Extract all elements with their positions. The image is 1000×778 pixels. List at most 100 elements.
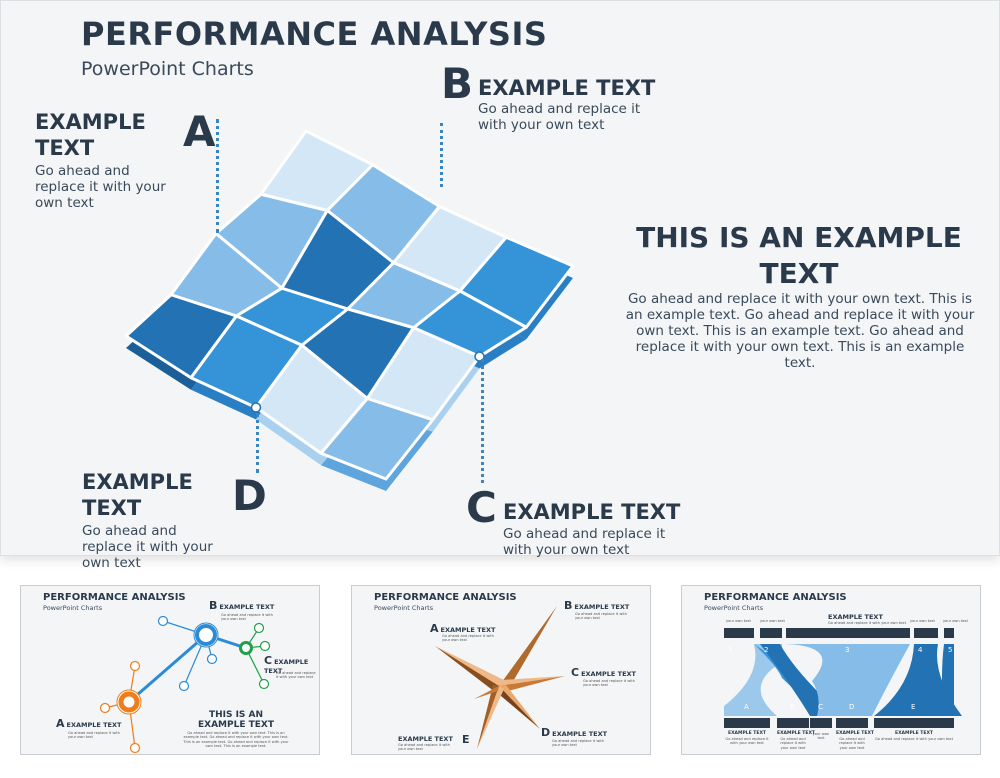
3d-surface-diagram <box>124 129 575 491</box>
thumb2-a-letter: A <box>430 622 439 635</box>
callout-b-leader-line <box>440 123 443 187</box>
thumb3-small-label: your own text <box>943 619 968 623</box>
thumb2-d-body: Go ahead and replace it with your own te… <box>552 739 604 748</box>
thumb2-e-letter: E <box>462 733 470 746</box>
thumb1-center-heading: THIS IS AN EXAMPLE TEXT <box>198 710 274 730</box>
thumb2-a-heading: EXAMPLE TEXT <box>440 626 496 634</box>
callout-a-letter: A <box>183 107 216 156</box>
thumb2-e-body: Go ahead and replace it with your own te… <box>398 743 450 752</box>
flow-source-bar <box>760 628 782 638</box>
surface-cell <box>319 397 435 481</box>
thumb1-b-heading: EXAMPLE TEXT <box>219 603 275 611</box>
thumb2-b-heading: EXAMPLE TEXT <box>574 603 630 611</box>
callout-b-body: Go ahead and replace it with your own te… <box>478 101 641 133</box>
flow-target-bar <box>836 718 868 728</box>
thumb1-c-heading: EXAMPLE TEXT <box>264 658 309 675</box>
thumb2-b-letter: B <box>564 599 573 612</box>
flow-number: 2 <box>764 646 769 654</box>
center-heading: THIS IS AN EXAMPLE TEXT <box>636 221 962 290</box>
flow-band <box>724 644 782 716</box>
thumb2-subtitle: PowerPoint Charts <box>374 604 434 612</box>
center-body: Go ahead and replace it with your own te… <box>625 291 975 371</box>
star-spike <box>435 646 499 692</box>
flow-number: 3 <box>845 646 850 654</box>
callout-b-letter: B <box>441 59 474 108</box>
star-spike <box>435 646 504 686</box>
thumb1-c-letter: C <box>264 654 273 667</box>
flow-bottom-heading: EXAMPLE TEXT <box>895 731 933 736</box>
thumb2-c-heading: EXAMPLE TEXT <box>581 670 636 678</box>
flow-number: 5 <box>948 646 953 654</box>
thumb2-c-letter: C <box>571 666 580 679</box>
flow-letter: A <box>744 703 749 711</box>
flow-bottom-body: Go ahead and replace it with your own te… <box>839 737 865 750</box>
flow-source-bar <box>724 628 754 638</box>
thumbnail-star-slide[interactable]: PERFORMANCE ANALYSIS PowerPoint Charts A… <box>351 585 651 755</box>
callout-c-body: Go ahead and replace it with your own te… <box>503 526 666 558</box>
surface-marker <box>250 402 262 413</box>
star-spike <box>499 685 540 729</box>
thumb2-b-body: Go ahead and replace it with your own te… <box>575 612 627 621</box>
thumb2-title: PERFORMANCE ANALYSIS <box>374 592 517 603</box>
flow-number: 4 <box>918 646 923 654</box>
flow-bottom-heading: EXAMPLE TEXT <box>728 731 766 736</box>
thumb1-subtitle: PowerPoint Charts <box>43 604 103 612</box>
callout-b-heading: EXAMPLE TEXT <box>478 76 656 100</box>
flow-letter: B <box>790 703 795 711</box>
flow-source-bar <box>786 628 910 638</box>
star-spike <box>477 686 504 749</box>
star-spike <box>477 685 499 749</box>
flow-diagram <box>724 644 962 716</box>
flow-bottom-heading: EXAMPLE TEXT <box>836 731 874 736</box>
callout-a-body: Go ahead and replace it with your own te… <box>35 163 166 211</box>
thumb3-top-body: Go ahead and replace it with your own te… <box>828 621 906 625</box>
thumb3-small-label: your own text <box>910 619 935 623</box>
flow-band <box>760 644 832 716</box>
callout-d-heading: EXAMPLE TEXT <box>82 470 193 520</box>
flow-target-bar <box>874 718 954 728</box>
thumb2-d-letter: D <box>541 726 551 739</box>
callout-d-body: Go ahead and replace it with your own te… <box>82 523 213 571</box>
main-slide-preview: PERFORMANCE ANALYSIS PowerPoint Charts E… <box>0 0 1000 571</box>
flow-band <box>785 644 910 716</box>
network-diagram <box>99 615 271 754</box>
thumb1-c-body: Go ahead and replace it with your own te… <box>276 671 316 680</box>
surface-marker <box>474 351 485 362</box>
flow-bottom-body: Go ahead and replace it with your own te… <box>875 737 953 741</box>
star-spike <box>499 606 557 690</box>
thumb2-a-body: Go ahead and replace it with your own te… <box>442 634 494 643</box>
callout-c-letter: C <box>466 483 497 532</box>
thumb3-subtitle: PowerPoint Charts <box>704 604 764 612</box>
network-link <box>128 633 207 704</box>
callout-d-letter: D <box>232 471 267 520</box>
flow-source-bar <box>914 628 938 638</box>
flow-letter: E <box>911 703 916 711</box>
star-diagram <box>435 606 565 749</box>
thumbnail-flow-slide[interactable]: PERFORMANCE ANALYSIS PowerPoint Charts E… <box>681 585 981 755</box>
callout-d-leader-line <box>256 413 259 473</box>
thumb1-a-body: Go ahead and replace it with your own te… <box>68 731 120 740</box>
callout-c-heading: EXAMPLE TEXT <box>503 500 681 524</box>
thumbnail-network-slide[interactable]: PERFORMANCE ANALYSIS PowerPoint Charts B… <box>20 585 320 755</box>
thumb2-e-heading: EXAMPLE TEXT <box>398 735 453 743</box>
thumb1-b-body: Go ahead and replace it with your own te… <box>221 613 273 622</box>
thumb3-small-label: your own text <box>726 619 751 623</box>
flow-number: 1 <box>728 646 733 654</box>
thumb1-title: PERFORMANCE ANALYSIS <box>43 592 186 603</box>
flow-band <box>874 644 962 716</box>
flow-source-bar <box>944 628 954 638</box>
thumb1-a-heading: EXAMPLE TEXT <box>66 721 122 729</box>
thumb1-center-body: Go ahead and replace it with your own te… <box>183 731 289 749</box>
thumb3-title: PERFORMANCE ANALYSIS <box>704 592 847 603</box>
flow-bottom-heading: EXAMPLE TEXT <box>777 731 815 736</box>
flow-bottom-body: Go ahead and replace it with your own te… <box>780 737 806 750</box>
star-spike <box>494 686 540 729</box>
thumb3-small-label: your own text <box>760 619 785 623</box>
flow-bottom-body: Go ahead and replace it with your own te… <box>725 737 769 746</box>
star-spike <box>499 676 565 692</box>
thumb1-a-letter: A <box>56 717 65 730</box>
flow-letter: C <box>818 703 823 711</box>
flow-letter: D <box>849 703 855 711</box>
slide-subtitle: PowerPoint Charts <box>81 58 254 80</box>
callout-a-heading: EXAMPLE TEXT <box>35 110 146 160</box>
